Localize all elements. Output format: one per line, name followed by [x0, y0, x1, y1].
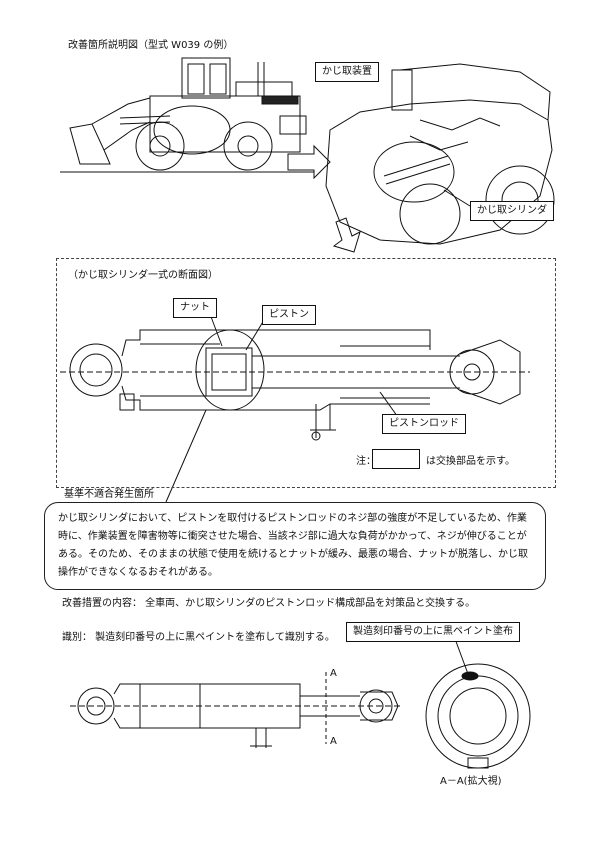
section-mark-top: A — [330, 668, 337, 679]
section-view-caption: A－A(拡大視) — [440, 776, 502, 787]
arrow-right-icon — [287, 144, 331, 180]
steering-device-label: かじ取装置 — [315, 62, 379, 82]
cylinder-exterior-illustration — [70, 672, 400, 748]
nut-label: ナット — [173, 298, 217, 318]
defect-description: かじ取シリンダにおいて、ピストンを取付けるピストンロッドのネジ部の強度が不足して… — [58, 513, 528, 578]
piston-label: ピストン — [262, 305, 316, 325]
page-title: 改善箇所説明図（型式 W039 の例） — [68, 40, 234, 51]
cylinder-section-panel — [56, 258, 556, 488]
black-paint-callout: 製造刻印番号の上に黒ペイント塗布 — [346, 622, 520, 642]
piston-rod-label: ピストンロッド — [382, 414, 466, 434]
defect-description-box — [44, 502, 546, 590]
steering-cylinder-label: かじ取シリンダ — [470, 201, 554, 221]
steering-device-perspective-illustration — [325, 63, 555, 245]
improvement-measures: 改善措置の内容： 全車両、かじ取シリンダのピストンロッド構成部品を対策品と交換す… — [62, 598, 476, 609]
replacement-part-legend-box — [372, 449, 420, 469]
note-prefix: 注： — [356, 456, 376, 467]
arrow-down-icon — [332, 217, 361, 253]
defect-heading: 基準不適合発生箇所 — [62, 489, 156, 501]
identification-text: 識別： 製造刻印番号の上に黒ペイントを塗布して識別する。 — [62, 632, 335, 643]
section-title: （かじ取シリンダ一式の断面図） — [68, 270, 218, 281]
note-suffix: は交換部品を示す。 — [426, 456, 515, 467]
cylinder-section-illustration — [60, 329, 530, 441]
section-a-a-enlarged-illustration — [425, 663, 531, 769]
section-mark-bottom: A — [330, 736, 337, 747]
wheel-loader-side-illustration — [60, 57, 320, 173]
